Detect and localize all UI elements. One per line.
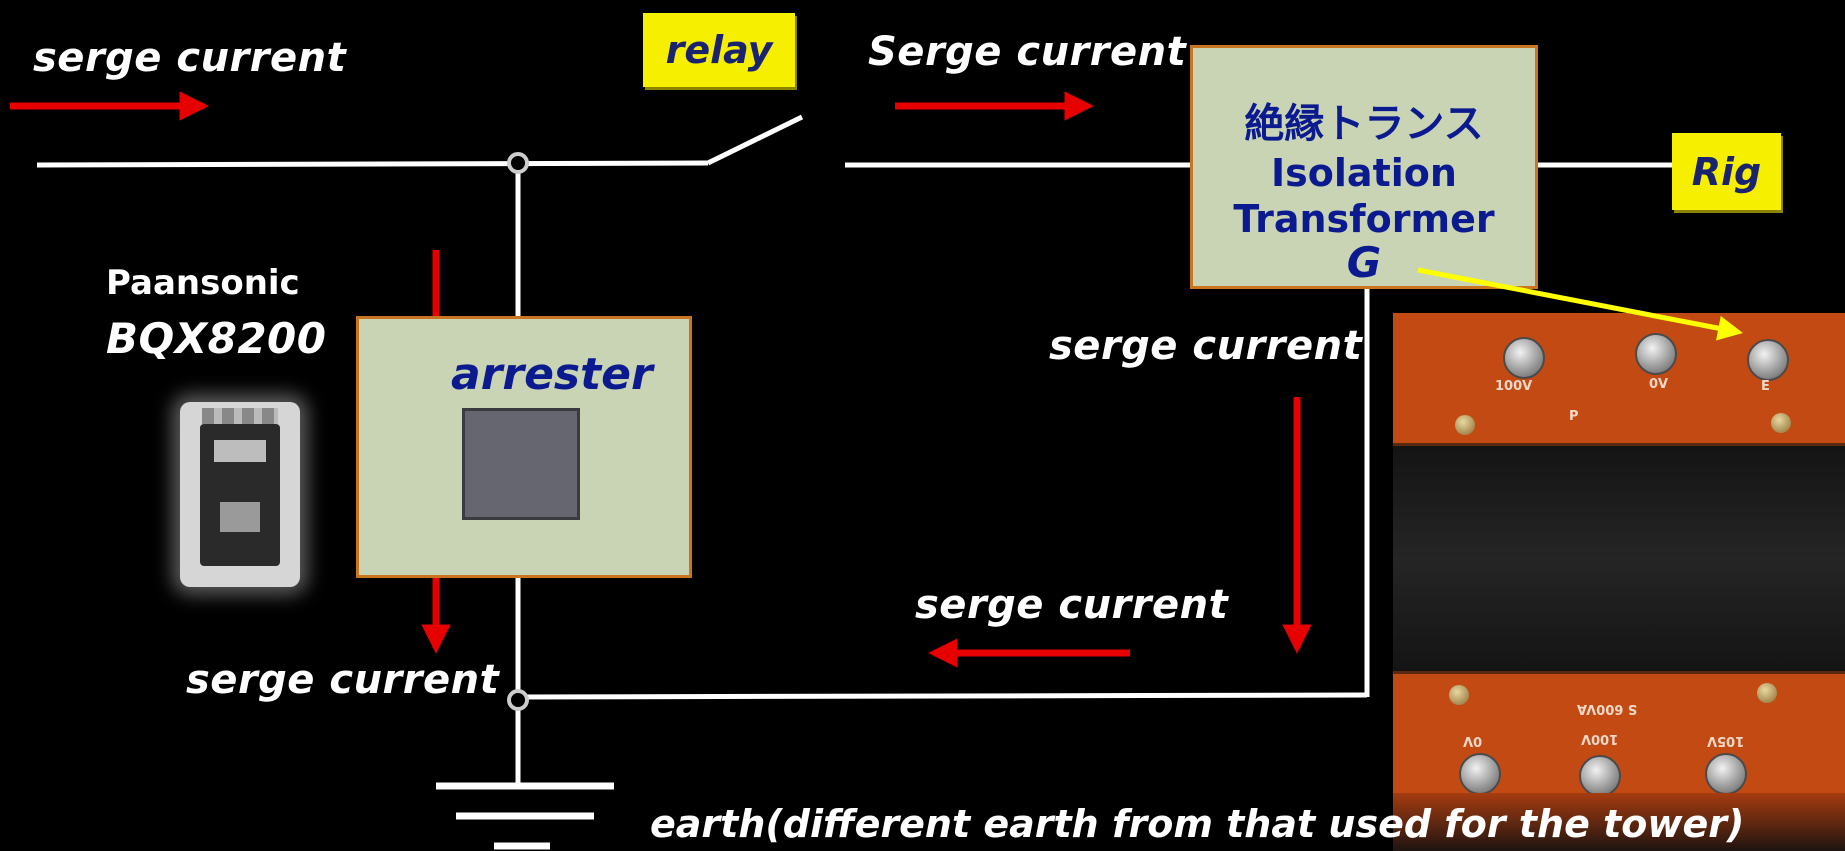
- earth-ground-symbol: [436, 782, 614, 850]
- device-nameplate: [214, 440, 266, 462]
- terminal-105v-icon: [1705, 753, 1747, 795]
- device-model-label: BQX8200: [106, 314, 327, 363]
- arrester-label: arrester: [451, 349, 653, 400]
- device-brand-label: Paansonic: [106, 263, 300, 303]
- device-terminals: [202, 408, 278, 424]
- arrester-box: arrester: [356, 316, 692, 578]
- terminal-100v-top-icon: [1503, 337, 1545, 379]
- screw-icon: [1449, 685, 1469, 705]
- terminal-0v-bottom-icon: [1459, 753, 1501, 795]
- arrester-device-photo: [180, 402, 300, 587]
- junction-node-bottom: [507, 689, 529, 711]
- transformer-jp-label: 絶縁トランス: [1244, 101, 1484, 147]
- arrester-element: [462, 408, 580, 520]
- wire-return: [517, 692, 1368, 700]
- rig-tag: Rig: [1672, 133, 1781, 210]
- surge-label-left-bottom: serge current: [186, 657, 500, 703]
- transformer-core: [1393, 443, 1845, 674]
- transformer-photo: 100V 0V E P S 600VA 0V 100V 105V: [1393, 313, 1845, 851]
- photo-top-term-3: E: [1761, 379, 1770, 394]
- surge-label-top-left: serge current: [33, 35, 347, 81]
- earth-note-label: earth(different earth from that used for…: [650, 802, 1745, 846]
- screw-icon: [1757, 683, 1777, 703]
- terminal-e-icon: [1747, 339, 1789, 381]
- transformer-label-line1: Isolation: [1271, 151, 1457, 195]
- relay-tag: relay: [643, 13, 795, 87]
- transformer-ground-label: G: [1346, 238, 1382, 287]
- transformer-label-line2: Transformer: [1233, 197, 1495, 241]
- photo-bottom-term-1: 0V: [1463, 733, 1483, 748]
- device-label-plate: [220, 502, 260, 532]
- photo-top-term-2: 0V: [1649, 377, 1669, 392]
- surge-label-right-mid: serge current: [1049, 323, 1363, 369]
- photo-bottom-term-3: 105V: [1707, 733, 1745, 748]
- wire-input: [36, 160, 709, 168]
- surge-label-top-right: Serge current: [868, 29, 1187, 75]
- photo-top-mid: P: [1569, 409, 1579, 424]
- photo-bottom-shadow: [1393, 793, 1845, 851]
- photo-top-term-1: 100V: [1495, 379, 1533, 394]
- photo-bottom-mid: S 600VA: [1577, 701, 1638, 716]
- isolation-transformer-box: 絶縁トランス Isolation Transformer G: [1190, 45, 1538, 289]
- screw-icon: [1455, 415, 1475, 435]
- junction-node-top: [507, 152, 529, 174]
- screw-icon: [1771, 413, 1791, 433]
- terminal-0v-top-icon: [1635, 333, 1677, 375]
- relay-switch-blade: [706, 114, 804, 166]
- photo-bottom-term-2: 100V: [1581, 731, 1619, 746]
- surge-label-mid-bottom: serge current: [915, 582, 1229, 628]
- terminal-100v-bottom-icon: [1579, 755, 1621, 797]
